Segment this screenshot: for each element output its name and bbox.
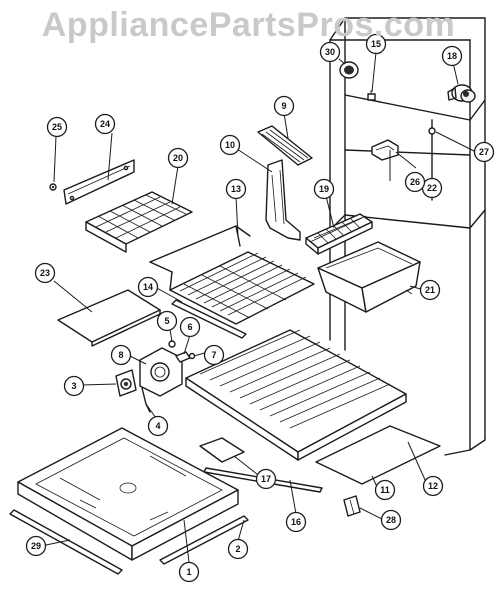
callout-16-label: 16	[291, 517, 301, 527]
callout-19-label: 19	[319, 184, 329, 194]
callout-29: 29	[25, 535, 47, 557]
callout-5-label: 5	[164, 316, 169, 326]
part-11-crisper-panel	[315, 425, 441, 485]
part-30-grommet	[339, 61, 359, 79]
callout-19: 19	[313, 178, 335, 200]
callout-3: 3	[63, 375, 85, 397]
callout-6-label: 6	[187, 322, 192, 332]
part-27-screw	[428, 127, 436, 135]
callout-2-label: 2	[235, 544, 240, 554]
callout-22: 22	[421, 177, 443, 199]
callout-21-label: 21	[425, 285, 435, 295]
callout-1-label: 1	[186, 567, 191, 577]
callout-23-label: 23	[40, 268, 50, 278]
part-3-control-knob	[115, 369, 137, 397]
callout-13-label: 13	[231, 184, 241, 194]
callout-18-label: 18	[447, 51, 457, 61]
part-23-shelf-glass	[57, 289, 161, 347]
callout-23: 23	[34, 262, 56, 284]
callout-5: 5	[156, 310, 178, 332]
callout-15-label: 15	[371, 39, 381, 49]
callout-27: 27	[473, 141, 495, 163]
callout-24: 24	[94, 113, 116, 135]
callout-3-label: 3	[71, 381, 76, 391]
part-18-control-knob	[447, 84, 476, 103]
callout-7: 7	[203, 344, 225, 366]
callout-1: 1	[178, 561, 200, 583]
callout-30-label: 30	[325, 47, 335, 57]
callout-28-label: 28	[386, 515, 396, 525]
callout-21: 21	[419, 279, 441, 301]
callout-14: 14	[137, 276, 159, 298]
part-13-wire-shelf	[149, 225, 315, 325]
callout-2: 2	[227, 538, 249, 560]
callout-17-label: 17	[261, 474, 271, 484]
callout-4: 4	[147, 415, 169, 437]
callout-10: 10	[219, 134, 241, 156]
callout-7-label: 7	[211, 350, 216, 360]
callout-15: 15	[365, 33, 387, 55]
callout-8: 8	[110, 344, 132, 366]
part-7-screw	[188, 352, 196, 360]
part-14-shelf-rail	[171, 299, 247, 339]
part-2-side-rail	[159, 515, 249, 565]
callout-8-label: 8	[118, 350, 123, 360]
callout-4-label: 4	[155, 421, 160, 431]
part-15-screw	[367, 90, 376, 101]
part-20-freezer-shelf	[85, 191, 193, 253]
callout-26-label: 26	[410, 177, 420, 187]
callout-30: 30	[319, 41, 341, 63]
callout-28: 28	[380, 509, 402, 531]
callout-12: 12	[422, 475, 444, 497]
callout-20: 20	[167, 147, 189, 169]
callout-9: 9	[273, 95, 295, 117]
callout-29-label: 29	[31, 541, 41, 551]
callout-9-label: 9	[281, 101, 286, 111]
leader-lines	[45, 51, 477, 563]
part-26-bracket	[371, 139, 399, 161]
part-24-shelf-bracket	[63, 159, 135, 205]
part-9-duct-cover	[257, 125, 313, 166]
part-12-crisper-cover	[185, 329, 407, 461]
callout-20-label: 20	[173, 153, 183, 163]
part-17-insert	[199, 437, 245, 463]
part-21-ice-bin	[317, 241, 421, 313]
callout-14-label: 14	[143, 282, 153, 292]
callout-22-label: 22	[427, 183, 437, 193]
callout-10-label: 10	[225, 140, 235, 150]
callout-11: 11	[374, 479, 396, 501]
part-25-screw	[49, 183, 57, 191]
callout-16: 16	[285, 511, 307, 533]
watermark-text: AppliancePartsPros.com	[41, 6, 456, 44]
callout-18: 18	[441, 45, 463, 67]
part-10-air-duct	[265, 159, 301, 241]
callout-24-label: 24	[100, 119, 110, 129]
callout-26: 26	[404, 171, 426, 193]
callout-25: 25	[46, 116, 68, 138]
part-19-ice-tray	[305, 213, 373, 255]
callout-11-label: 11	[380, 485, 390, 495]
part-29-rail	[9, 509, 123, 575]
callout-17: 17	[255, 468, 277, 490]
callout-6: 6	[179, 316, 201, 338]
part-28-clip	[343, 495, 361, 517]
callout-13: 13	[225, 178, 247, 200]
part-8-control-housing	[139, 347, 183, 397]
callout-27-label: 27	[479, 147, 489, 157]
callout-12-label: 12	[428, 481, 438, 491]
callout-25-label: 25	[52, 122, 62, 132]
